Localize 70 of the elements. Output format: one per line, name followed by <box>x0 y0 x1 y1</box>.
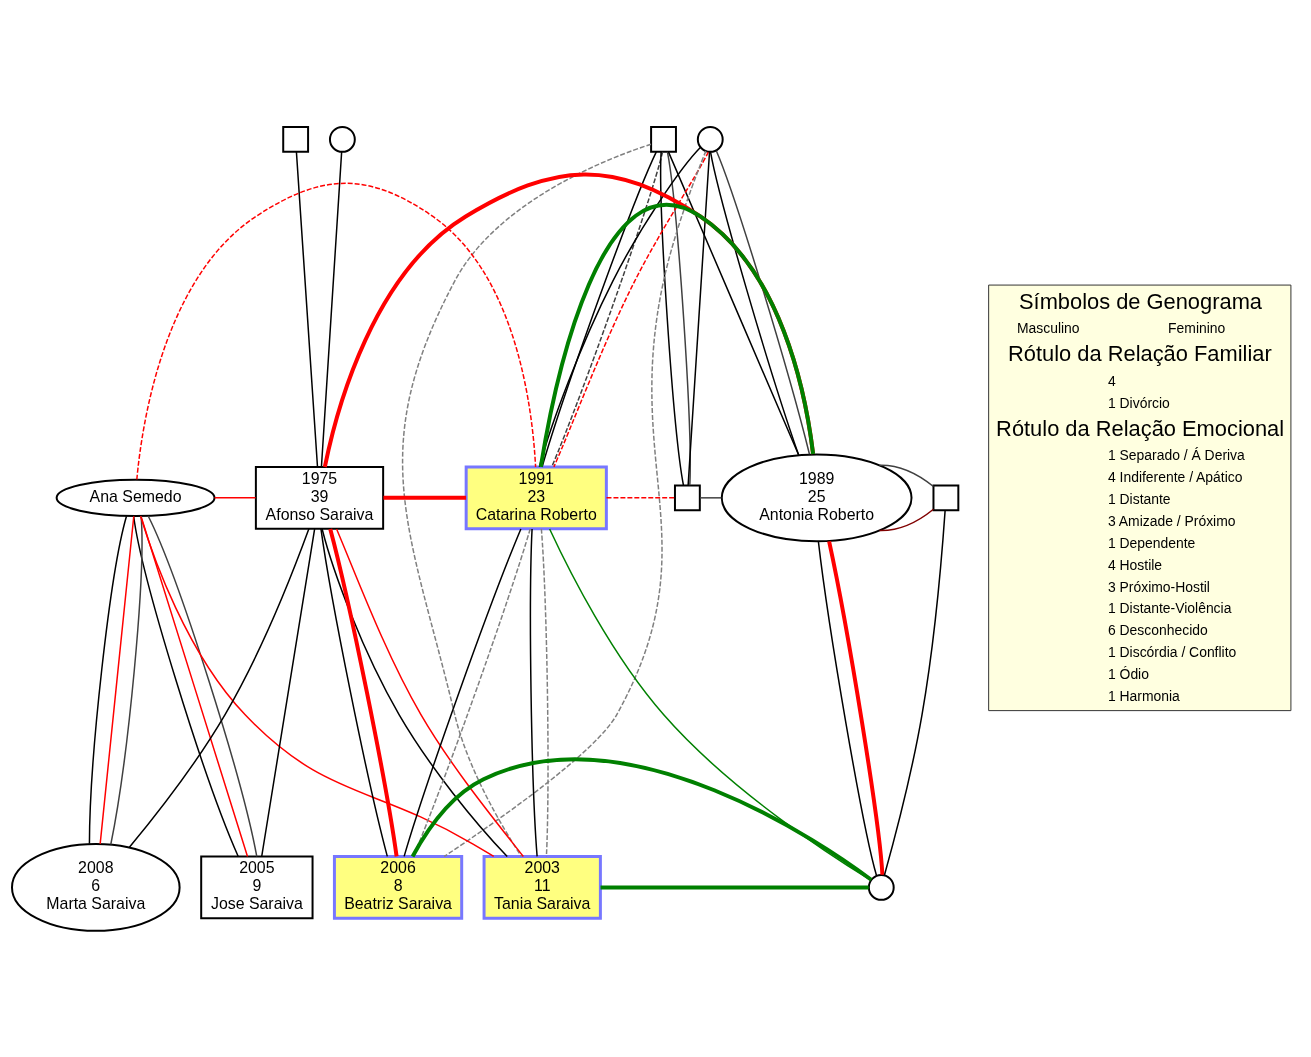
connector <box>666 150 691 486</box>
connector <box>410 757 873 881</box>
connector <box>321 527 508 857</box>
legend-label: 1 Discórdia / Conflito <box>1107 643 1237 660</box>
legend-label: 1 Ódio <box>1107 665 1149 682</box>
node-box <box>932 483 960 511</box>
connector <box>538 203 816 467</box>
node-box: 1991 23 Catarina Roberto <box>464 465 608 530</box>
connector <box>320 527 389 857</box>
connector <box>883 509 946 876</box>
connector <box>383 495 467 500</box>
legend-label: 3 Próximo-Hostil <box>1107 578 1210 594</box>
label: Rótulo da Relação Familiar <box>1008 340 1272 366</box>
connector <box>529 527 538 857</box>
legend-label: 6 Desconhecido <box>1107 621 1208 638</box>
legend-label: 1 Harmonia <box>1107 687 1180 704</box>
connector <box>878 507 935 531</box>
connector <box>128 527 310 848</box>
node-box <box>673 483 701 511</box>
connector <box>295 150 319 467</box>
connector <box>110 515 143 845</box>
legend-label: 1 Divórcio <box>1107 394 1170 411</box>
connector <box>827 540 885 875</box>
legend-label: 3 Amizade / Próximo <box>1107 512 1236 529</box>
connector <box>878 463 935 487</box>
node-box: 2003 11 Tania Saraiva <box>482 854 602 920</box>
label: Rótulo da Relação Emocional <box>996 415 1285 441</box>
connector <box>659 150 685 486</box>
node-box <box>650 125 677 153</box>
connector <box>605 496 676 499</box>
legend-label: 4 Hostile <box>1107 556 1163 573</box>
node-box: 2006 8 Beatriz Saraiva <box>332 854 464 920</box>
label: Feminino <box>1168 319 1226 336</box>
connector <box>709 150 800 456</box>
legend-label: 1 Dependente <box>1107 534 1196 551</box>
connector <box>139 515 495 857</box>
connector <box>540 527 549 857</box>
connector <box>699 496 723 499</box>
node-box: 1975 39 Afonso Saraiva <box>254 465 385 530</box>
legend-label: 4 Indiferente / Apático <box>1107 468 1243 485</box>
connector <box>443 149 707 857</box>
node-ellipse: 1989 25 Antonia Roberto <box>720 452 913 542</box>
label: Masculino <box>1016 319 1080 336</box>
connector <box>401 142 652 857</box>
connector <box>335 527 525 857</box>
connector <box>328 527 399 857</box>
node-circle <box>867 873 895 901</box>
node-ellipse: Ana Semedo <box>55 478 216 517</box>
legend-label: 1 Distante-Violência <box>1107 599 1232 616</box>
connector <box>213 496 257 499</box>
legend-label: 1 Separado / Á Deriva <box>1107 446 1245 463</box>
connector <box>715 149 811 455</box>
connector <box>320 150 343 467</box>
node-box: 2005 9 Jose Saraiva <box>200 855 314 919</box>
legend-label: 1 Distante <box>1107 490 1171 507</box>
connector <box>667 150 800 456</box>
node-box <box>282 125 310 153</box>
connector <box>88 515 128 845</box>
connector <box>260 527 316 857</box>
legend-label: 4 <box>1107 372 1116 389</box>
node-circle <box>328 125 356 153</box>
connector <box>136 182 537 480</box>
label: Símbolos de Genograma <box>1018 288 1262 314</box>
node-ellipse: 2008 6 Marta Saraiva <box>11 842 181 932</box>
node-circle <box>696 125 724 153</box>
connector <box>687 150 711 486</box>
connector <box>600 884 869 889</box>
connector <box>132 515 239 857</box>
connector <box>817 540 878 876</box>
connector <box>99 515 135 845</box>
